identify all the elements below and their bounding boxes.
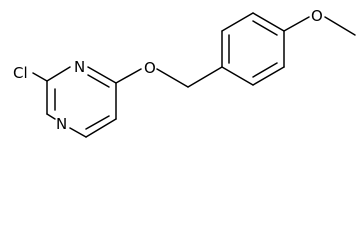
bond-c2-n-top — [46, 66, 71, 82]
nitrogen-bottom-label: N — [56, 115, 67, 133]
ether-oxygen-label: O — [144, 59, 156, 77]
bond-n-top-c4-double — [87, 74, 110, 88]
nitrogen-top-label: N — [74, 58, 85, 76]
bond-o-ch2 — [156, 68, 189, 88]
bond-c5-c6 — [85, 118, 117, 138]
bond-ar2-ar3 — [221, 12, 254, 32]
molecule-drawing: Cl N N O O — [13, 7, 356, 138]
bond-ar5-ar6 — [252, 66, 285, 86]
bond-c5-c6-double — [85, 115, 110, 130]
bond-ar4-o-methoxy — [283, 16, 310, 32]
bond-o-methyl — [324, 16, 356, 36]
chlorine-label: Cl — [13, 64, 28, 82]
bond-n-top-c4 — [87, 66, 117, 84]
bond-ar6-ar1 — [221, 66, 254, 86]
bond-c4-o — [115, 68, 142, 84]
bond-c6-n-bottom — [69, 127, 87, 138]
bond-ar3-ar4-double — [252, 20, 278, 36]
bond-c2-cl — [32, 72, 48, 82]
bond-ar3-ar4 — [252, 12, 285, 32]
bond-ar5-ar6-double — [252, 62, 278, 78]
bond-n-bottom-c2 — [46, 113, 56, 120]
bond-ch2-aryl — [187, 66, 223, 88]
structure-diagram: Cl N N O O — [13, 7, 356, 138]
methoxy-oxygen-label: O — [311, 7, 323, 25]
